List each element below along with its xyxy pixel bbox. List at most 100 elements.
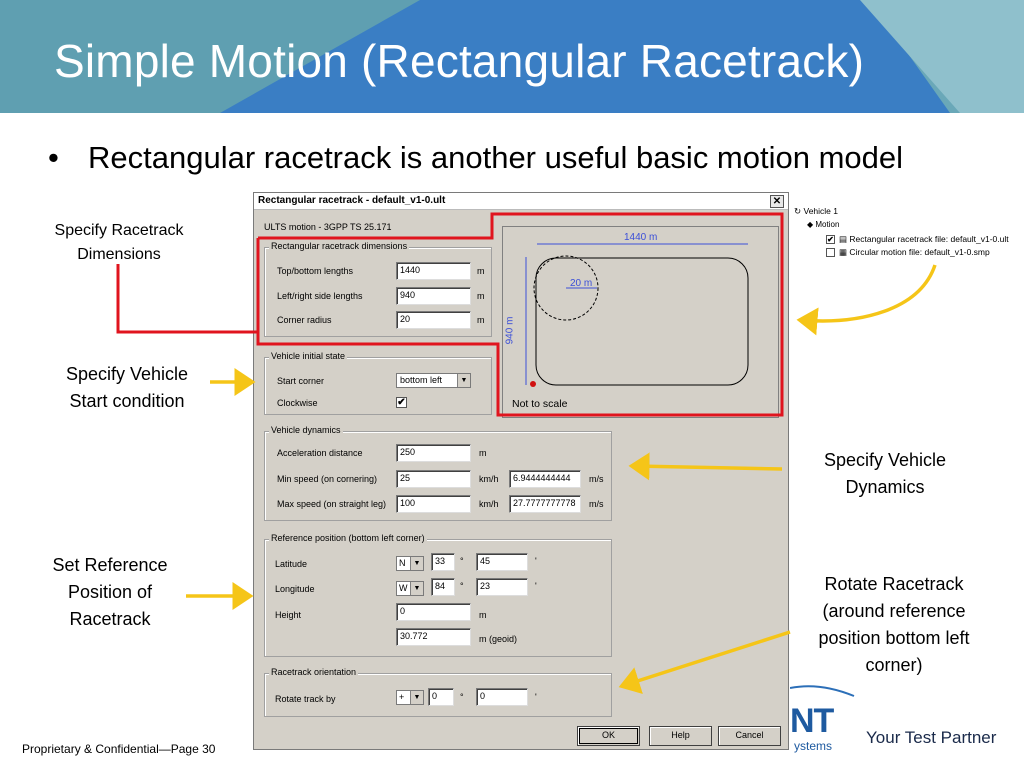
rotate-sign-select[interactable]: + ▼	[396, 690, 424, 705]
refresh-icon: ↻	[794, 206, 802, 216]
racetrack-drawing	[525, 243, 749, 387]
field-label: Left/right side lengths	[277, 291, 363, 301]
degree-symbol: °	[460, 581, 464, 591]
unit-label: m	[479, 448, 487, 458]
callout-reference: Set Reference Position of Racetrack	[25, 552, 195, 633]
clockwise-checkbox[interactable]: ✔	[396, 397, 407, 408]
lon-degrees-input[interactable]: 84	[431, 578, 455, 596]
field-label: Min speed (on cornering)	[277, 474, 378, 484]
degree-symbol: °	[460, 692, 464, 702]
tree-item-racetrack[interactable]: ▤ Rectangular racetrack file: default_v1…	[839, 234, 1009, 245]
arrow-rotate-icon	[618, 630, 791, 694]
grid-icon: ▦	[839, 247, 848, 257]
unit-label: km/h	[479, 499, 499, 509]
select-value: W	[399, 583, 408, 593]
callout-line: Rotate Racetrack	[824, 574, 964, 594]
arrow-tree-icon	[796, 264, 937, 336]
unit-label: m/s	[589, 499, 604, 509]
group-label: Rectangular racetrack dimensions	[269, 241, 410, 251]
unit-label: km/h	[479, 474, 499, 484]
dimensions-group: Rectangular racetrack dimensions Top/bot…	[264, 241, 492, 337]
bullet-text: Rectangular racetrack is another useful …	[88, 140, 904, 175]
degree-symbol: °	[460, 556, 464, 566]
field-label: Start corner	[277, 376, 325, 386]
min-speed-input[interactable]: 25	[396, 470, 471, 488]
close-icon[interactable]: ✕	[770, 195, 784, 208]
callout-line: Position of	[67, 582, 153, 602]
min-speed-ms-input[interactable]: 6.9444444444	[509, 470, 581, 488]
max-speed-ms-input[interactable]: 27.7777777778	[509, 495, 581, 513]
chevron-down-icon: ▼	[457, 374, 470, 387]
unit-label: m	[479, 610, 487, 620]
dialog-subtitle: ULTS motion - 3GPP TS 25.171	[264, 222, 392, 232]
arrow-dynamics-icon	[628, 452, 783, 481]
callout-line: position bottom left	[818, 628, 970, 648]
footer-text: Proprietary & Confidential—Page 30	[22, 742, 216, 756]
circular-checkbox[interactable]	[826, 248, 835, 257]
max-speed-input[interactable]: 100	[396, 495, 471, 513]
accel-distance-input[interactable]: 250	[396, 444, 471, 462]
height-input[interactable]: 0	[396, 603, 471, 621]
callout-line: Specify Vehicle	[65, 364, 189, 384]
field-label: Latitude	[275, 559, 308, 569]
field-label: Top/bottom lengths	[277, 266, 354, 276]
group-label: Vehicle dynamics	[269, 425, 343, 435]
radius-label: 20 m	[570, 278, 593, 289]
unit-label: m	[477, 266, 485, 276]
rotate-minutes-input[interactable]: 0	[476, 688, 528, 706]
unit-label: m (geoid)	[479, 634, 518, 644]
file-icon: ▤	[839, 234, 848, 244]
logo-text: NT	[790, 702, 834, 740]
top-bottom-input[interactable]: 1440	[396, 262, 471, 280]
lat-direction-select[interactable]: N ▼	[396, 556, 424, 571]
field-label: Longitude	[275, 584, 315, 594]
tree-label: Vehicle 1	[803, 206, 839, 216]
callout-start: Specify Vehicle Start condition	[40, 361, 214, 415]
help-button[interactable]: Help	[649, 726, 712, 746]
chevron-down-icon: ▼	[410, 557, 423, 570]
minute-symbol: '	[535, 692, 537, 702]
field-label: Max speed (on straight leg)	[277, 499, 387, 509]
callout-line: Set Reference	[52, 555, 168, 575]
rotate-degrees-input[interactable]: 0	[428, 688, 454, 706]
title-banner	[0, 0, 1024, 113]
racetrack-dialog: Rectangular racetrack - default_v1-0.ult…	[253, 192, 789, 750]
bullet-dot-icon: •	[48, 140, 59, 175]
group-label: Vehicle initial state	[269, 351, 348, 361]
start-corner-select[interactable]: bottom left ▼	[396, 373, 471, 388]
lon-minutes-input[interactable]: 23	[476, 578, 528, 596]
corner-radius-input[interactable]: 20	[396, 311, 471, 329]
unit-label: m	[477, 315, 485, 325]
cancel-button[interactable]: Cancel	[718, 726, 781, 746]
racetrack-preview: 1440 m 940 m 20 m Not to scale	[502, 226, 779, 418]
lat-degrees-input[interactable]: 33	[431, 553, 455, 571]
callout-line: Specify Racetrack	[54, 222, 184, 239]
tree-node-motion[interactable]: ◆ Motion	[807, 220, 839, 229]
group-label: Racetrack orientation	[269, 667, 359, 677]
tree-root[interactable]: ↻ Vehicle 1	[794, 206, 838, 217]
initial-state-group: Vehicle initial state Start corner botto…	[264, 351, 492, 415]
callout-rotate: Rotate Racetrack (around reference posit…	[790, 571, 998, 679]
callout-line: Dynamics	[845, 477, 925, 497]
select-value: N	[399, 558, 406, 568]
bullet-point: • Rectangular racetrack is another useful…	[48, 140, 903, 176]
banner-background	[0, 0, 1024, 113]
width-label: 1440 m	[624, 232, 658, 243]
tree-item-circular[interactable]: ▦ Circular motion file: default_v1-0.smp	[839, 247, 990, 258]
callout-line: Start condition	[69, 391, 185, 411]
callout-dynamics: Specify Vehicle Dynamics	[794, 447, 976, 501]
lon-direction-select[interactable]: W ▼	[396, 581, 424, 596]
left-right-input[interactable]: 940	[396, 287, 471, 305]
callout-line: (around reference	[822, 601, 966, 621]
callout-dimensions: Specify Racetrack Dimensions	[30, 219, 208, 267]
geoid-height-input[interactable]: 30.772	[396, 628, 471, 646]
tree-label: Rectangular racetrack file: default_v1-0…	[849, 234, 1009, 244]
ok-button[interactable]: OK	[577, 726, 640, 746]
lat-minutes-input[interactable]: 45	[476, 553, 528, 571]
callout-line: Racetrack	[69, 609, 151, 629]
select-value: bottom left	[400, 375, 443, 385]
racetrack-checkbox[interactable]: ✔	[826, 235, 835, 244]
red-highlight-border	[116, 212, 784, 417]
